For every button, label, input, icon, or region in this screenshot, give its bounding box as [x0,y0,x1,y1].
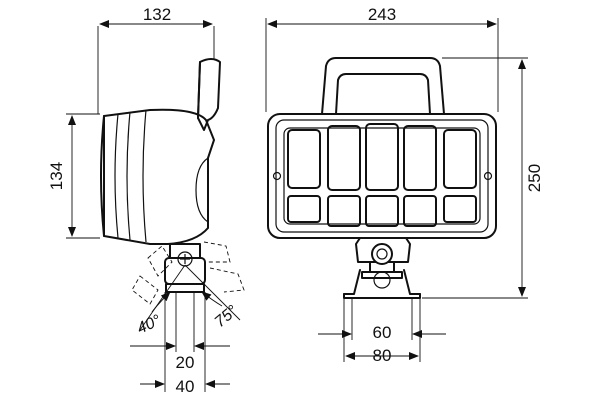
side-handle [197,58,221,131]
protective-grille [287,123,477,227]
angle-tilt-forward: 75° [212,302,242,331]
angle-tilt-back: 40° [135,312,165,338]
front-handle [321,57,445,115]
dim-mount-inner: 20 [176,353,195,372]
front-view [267,57,497,299]
screw-icon [272,171,282,181]
screw-icon [483,171,493,181]
dim-bracket-outer: 80 [373,346,392,365]
dim-front-height: 250 [525,164,544,192]
front-lens [283,127,481,225]
dim-bracket-inner: 60 [373,323,392,342]
dim-front-width: 243 [368,5,396,24]
dim-mount-outer: 40 [176,377,195,396]
side-mount-foot [165,283,205,293]
dim-side-height: 134 [47,162,66,190]
side-view [100,58,245,331]
dimensions: 132 134 243 250 20 40 60 [47,5,544,396]
dim-side-width: 132 [143,5,171,24]
front-housing [267,113,497,239]
